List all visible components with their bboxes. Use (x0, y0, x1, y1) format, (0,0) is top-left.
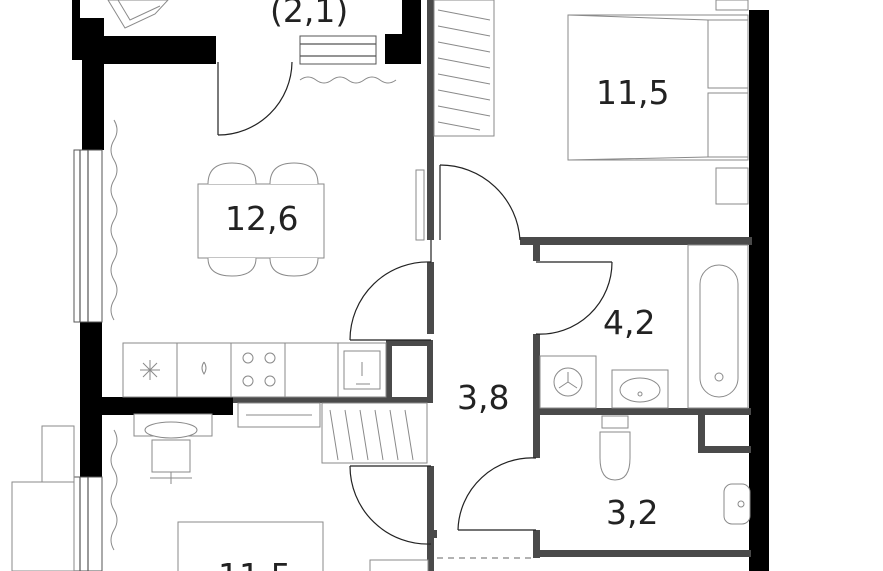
loggia-area-label: (2,1) (270, 0, 348, 30)
kitchen-counter (122, 342, 387, 398)
bottom-shelf (369, 559, 429, 571)
wc-area-label: 3,2 (606, 493, 658, 532)
desk-chair (133, 413, 213, 484)
bathtub (687, 244, 749, 409)
toilet (599, 415, 631, 481)
double-bed (567, 14, 749, 161)
structural-walls (72, 0, 769, 571)
loggia-chair (107, 0, 169, 29)
curtains (110, 76, 397, 551)
washing-machine (539, 355, 597, 409)
wall-radiator (415, 169, 425, 241)
bottom-bed (177, 521, 324, 571)
bedroom-wardrobe (433, 0, 495, 137)
bottom-room-area-label: 11,5 (218, 556, 291, 571)
bedroom-area-label: 11,5 (596, 73, 669, 112)
dining-table (197, 162, 325, 277)
nightstand-lower (715, 167, 749, 205)
doors (217, 61, 613, 559)
bath-sink (611, 369, 669, 409)
windows (11, 35, 377, 571)
hall-area-label: 3,8 (457, 378, 509, 417)
bathroom-area-label: 4,2 (603, 303, 655, 342)
kitchen-living-area-label: 12,6 (225, 199, 298, 238)
hall-wardrobe (321, 402, 428, 464)
partitions (233, 0, 752, 571)
wc-sink (723, 483, 751, 525)
nightstand (715, 0, 749, 11)
